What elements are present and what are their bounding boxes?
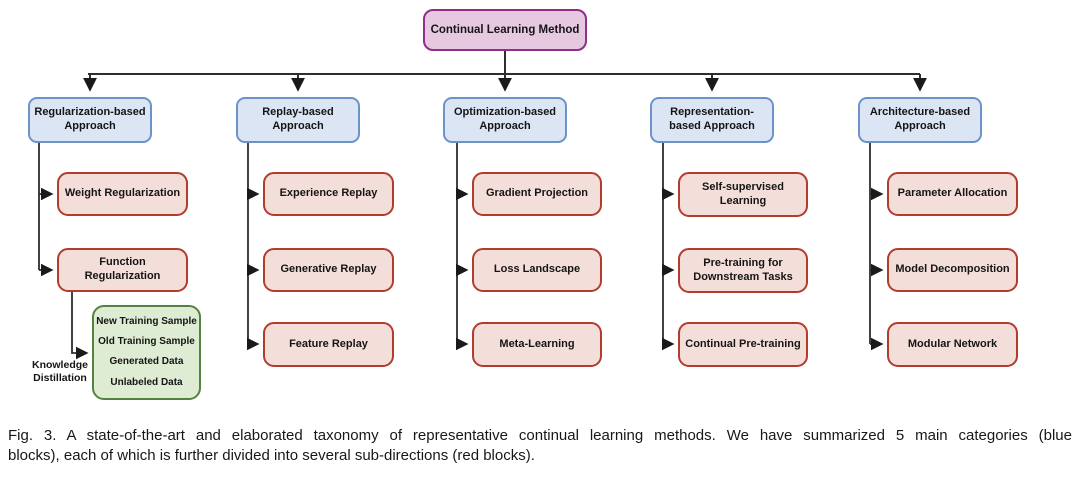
node-knowledge-distillation-data: New Training Sample Old Training Sample … [92, 305, 201, 400]
connector-knowledge-distillation [71, 292, 89, 360]
node-loss-landscape: Loss Landscape [472, 248, 602, 292]
node-generative-replay: Generative Replay [263, 248, 394, 292]
caption-line-2: blocks), each of which is further divide… [8, 446, 535, 464]
node-weight-regularization: Weight Regularization [57, 172, 188, 216]
node-function-regularization: Function Regularization [57, 248, 188, 292]
node-continual-pretraining: Continual Pre-training [678, 322, 808, 367]
data-line-unlabeled-data: Unlabeled Data [110, 376, 183, 388]
node-self-supervised-learning: Self-supervised Learning [678, 172, 808, 217]
node-continual-learning-method: Continual Learning Method [423, 9, 587, 51]
node-experience-replay: Experience Replay [263, 172, 394, 216]
node-model-decomposition: Model Decomposition [887, 248, 1018, 292]
node-pretraining-for-downstream-tasks: Pre-training for Downstream Tasks [678, 248, 808, 293]
node-feature-replay: Feature Replay [263, 322, 394, 367]
node-representation-based-approach: Representation-based Approach [650, 97, 774, 143]
node-architecture-based-approach: Architecture-based Approach [858, 97, 982, 143]
data-line-generated-data: Generated Data [109, 356, 184, 368]
data-line-new-training-sample: New Training Sample [96, 315, 197, 327]
data-line-old-training-sample: Old Training Sample [98, 336, 195, 348]
node-meta-learning: Meta-Learning [472, 322, 602, 367]
node-gradient-projection: Gradient Projection [472, 172, 602, 216]
node-parameter-allocation: Parameter Allocation [887, 172, 1018, 216]
node-replay-based-approach: Replay-based Approach [236, 97, 360, 143]
figure-caption: Fig. 3. A state-of-the-art and elaborate… [8, 426, 1072, 466]
knowledge-distillation-label: Knowledge Distillation [31, 359, 88, 384]
caption-line-1: Fig. 3. A state-of-the-art and elaborate… [8, 427, 1072, 444]
node-regularization-based-approach: Regularization-based Approach [28, 97, 152, 143]
node-optimization-based-approach: Optimization-based Approach [443, 97, 567, 143]
node-modular-network: Modular Network [887, 322, 1018, 367]
